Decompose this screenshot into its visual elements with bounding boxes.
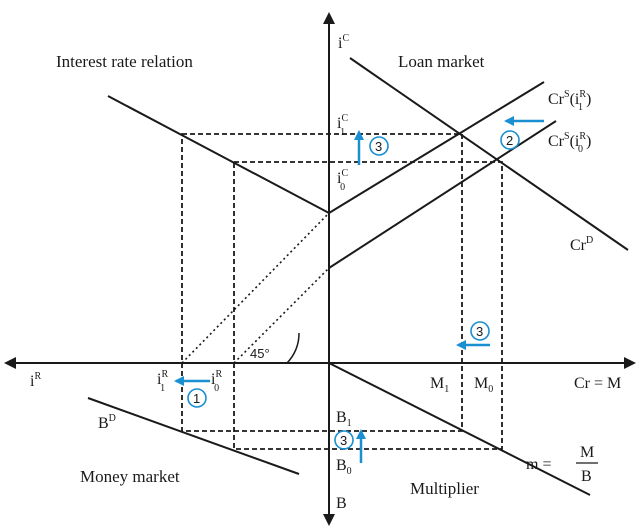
dotted-45-line-old bbox=[233, 267, 330, 364]
step-3-label-money: 3 bbox=[476, 324, 483, 339]
credit-supply-line-0 bbox=[328, 120, 557, 269]
multiplier-lhs: m = bbox=[526, 456, 551, 473]
quadrant-title-money-market: Money market bbox=[80, 467, 180, 486]
multiplier-numerator: M bbox=[580, 444, 594, 461]
quadrant-title-loan-market: Loan market bbox=[398, 52, 485, 71]
curve-label-bond-demand: BD bbox=[98, 413, 116, 432]
bond-demand-line bbox=[87, 397, 300, 475]
dotted-45-line-new bbox=[181, 212, 330, 364]
axis-label-loan-rate: iC bbox=[338, 33, 349, 52]
credit-supply-line-1 bbox=[328, 81, 545, 214]
multiplier-denominator: B bbox=[581, 468, 592, 485]
angle-label: 45° bbox=[250, 346, 270, 361]
axis-label-bonds: B bbox=[336, 495, 347, 512]
step-1-label: 1 bbox=[193, 391, 200, 406]
step-3-circle-money bbox=[470, 321, 490, 341]
step-3-circle-loan-rate bbox=[369, 136, 389, 156]
step-3-circle-bonds bbox=[334, 430, 354, 450]
credit-demand-line bbox=[349, 57, 629, 251]
quadrant-title-multiplier: Multiplier bbox=[410, 479, 479, 498]
step-1-circle bbox=[187, 388, 207, 408]
multiplier-line bbox=[328, 362, 591, 496]
step-2-circle bbox=[500, 130, 520, 150]
angle-arc bbox=[286, 332, 300, 364]
step-2-label: 2 bbox=[506, 133, 513, 148]
interest-rate-relation-line bbox=[107, 95, 330, 214]
tick-label-B1: B1 bbox=[336, 409, 352, 429]
axis-label-reserve-rate: iR bbox=[30, 371, 41, 390]
dashed-rect-old bbox=[233, 161, 503, 450]
dashed-rect-new bbox=[181, 133, 463, 432]
tick-label-M0: M0 bbox=[474, 375, 493, 395]
curve-label-credit-demand: CrD bbox=[570, 235, 593, 254]
curve-label-multiplier: m = M B bbox=[526, 444, 598, 485]
tick-label-M1: M1 bbox=[430, 375, 449, 395]
tick-label-B0: B0 bbox=[336, 457, 352, 477]
axis-label-credit-money: Cr = M bbox=[574, 375, 621, 392]
step-3-label-bonds: 3 bbox=[340, 433, 347, 448]
step-3-label-loan-rate: 3 bbox=[375, 139, 382, 154]
quadrant-title-interest-rate-relation: Interest rate relation bbox=[56, 52, 193, 71]
